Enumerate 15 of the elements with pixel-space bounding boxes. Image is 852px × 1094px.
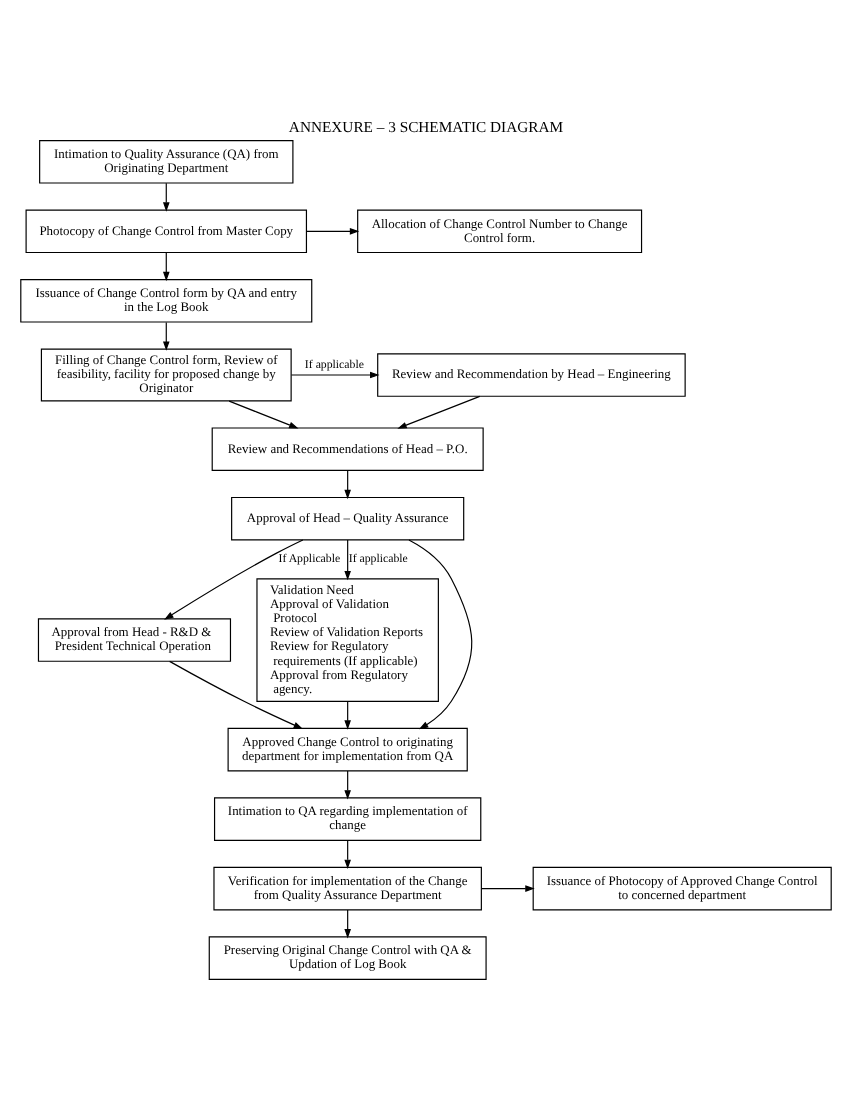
arrow xyxy=(162,321,170,351)
arrow xyxy=(169,660,303,729)
arrow xyxy=(344,700,351,730)
arrow xyxy=(290,371,380,379)
arrow xyxy=(306,228,360,235)
arrow xyxy=(162,182,170,212)
arrow xyxy=(344,770,351,800)
arrow xyxy=(164,539,304,620)
arrow xyxy=(344,839,351,870)
arrow xyxy=(344,539,351,581)
arrow xyxy=(344,909,351,939)
arrow xyxy=(481,885,535,892)
arrow xyxy=(408,539,473,730)
arrow xyxy=(344,469,351,500)
arrow xyxy=(162,252,170,282)
